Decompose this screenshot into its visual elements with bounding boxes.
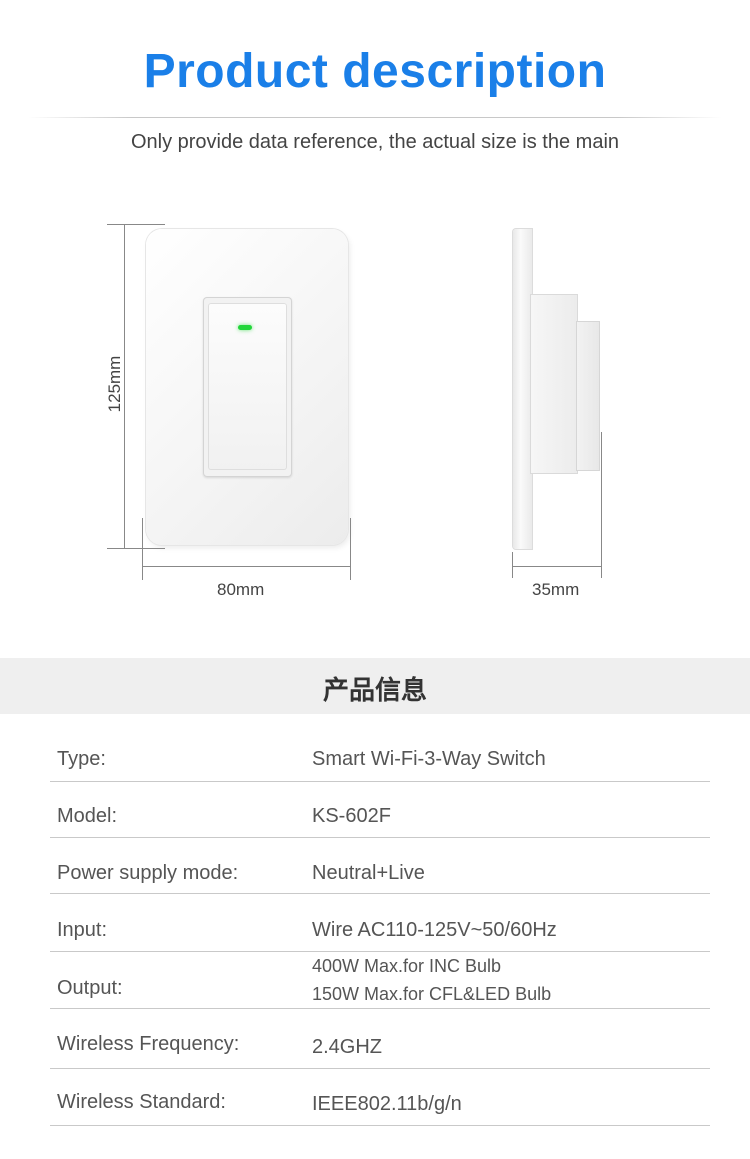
width-label: 80mm bbox=[217, 580, 265, 599]
led-indicator bbox=[238, 325, 252, 330]
spec-label: Model: bbox=[57, 805, 118, 827]
spec-value-line2: 150W Max.for CFL&LED Bulb bbox=[312, 984, 552, 1004]
height-label: 125mm bbox=[105, 355, 124, 413]
side-tab bbox=[577, 322, 599, 470]
height-tick-bottom bbox=[107, 548, 165, 549]
height-tick-top bbox=[107, 224, 165, 225]
depth-tick-right bbox=[601, 432, 602, 578]
spec-label: Output: bbox=[57, 977, 123, 999]
spec-row-standard: Wireless Standard: IEEE802.11b/g/n bbox=[50, 1069, 710, 1126]
depth-label: 35mm bbox=[532, 580, 580, 599]
spec-label: Type: bbox=[57, 748, 106, 770]
spec-row-power: Power supply mode: Neutral+Live bbox=[50, 838, 710, 894]
spec-value: 2.4GHZ bbox=[312, 1036, 383, 1058]
width-line bbox=[142, 566, 351, 567]
spec-value: IEEE802.11b/g/n bbox=[312, 1093, 462, 1115]
width-tick-left bbox=[142, 518, 143, 580]
side-plate bbox=[513, 229, 532, 549]
spec-label: Wireless Standard: bbox=[57, 1091, 226, 1113]
spec-row-model: Model: KS-602F bbox=[50, 782, 710, 838]
page-title: Product description bbox=[143, 45, 607, 98]
spec-value: KS-602F bbox=[312, 805, 391, 827]
spec-row-input: Input: Wire AC110-125V~50/60Hz bbox=[50, 894, 710, 952]
spec-value: Neutral+Live bbox=[312, 862, 425, 884]
spec-row-type: Type: Smart Wi-Fi-3-Way Switch bbox=[50, 732, 710, 782]
spec-value: Smart Wi-Fi-3-Way Switch bbox=[312, 748, 546, 770]
spec-row-frequency: Wireless Frequency: 2.4GHZ bbox=[50, 1009, 710, 1069]
width-tick-right bbox=[350, 518, 351, 580]
title-divider bbox=[28, 117, 722, 118]
spec-label: Input: bbox=[57, 919, 108, 941]
page-subtitle: Only provide data reference, the actual … bbox=[130, 131, 620, 153]
rocker-button bbox=[208, 303, 287, 470]
spec-label: Power supply mode: bbox=[57, 862, 239, 884]
info-band bbox=[0, 658, 750, 714]
spec-row-output: Output: 400W Max.for INC Bulb 150W Max.f… bbox=[50, 952, 710, 1009]
depth-tick-left bbox=[512, 552, 513, 578]
side-body bbox=[531, 295, 577, 473]
info-section-title: 产品信息 bbox=[322, 676, 427, 706]
depth-line bbox=[512, 566, 602, 567]
spec-label: Wireless Frequency: bbox=[57, 1033, 240, 1055]
spec-value-line1: 400W Max.for INC Bulb bbox=[312, 956, 502, 976]
spec-value: Wire AC110-125V~50/60Hz bbox=[312, 919, 557, 941]
height-line bbox=[124, 224, 125, 549]
